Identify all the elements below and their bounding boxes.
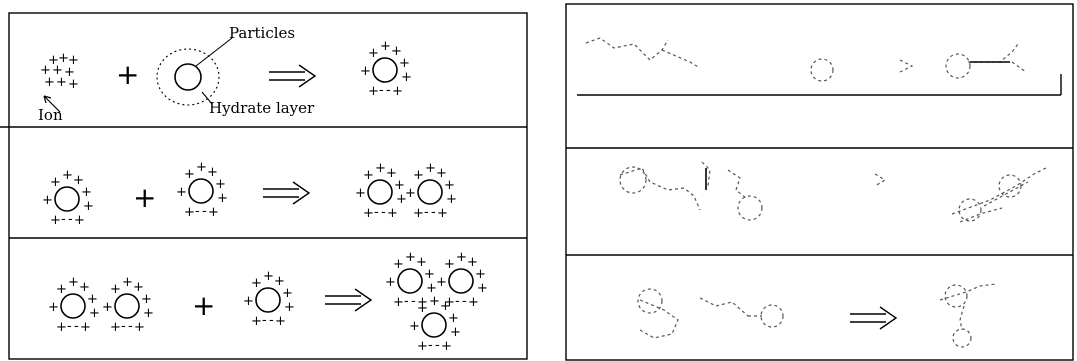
particle-circle: [946, 54, 970, 78]
polymer-chain: [940, 284, 996, 300]
charged-particle: [355, 161, 407, 221]
reaction-arrow: [875, 174, 885, 186]
row-1: +++ +++ +++ Ion + Particles Hydrate laye…: [38, 24, 412, 124]
polymer-loop: [640, 300, 678, 338]
reaction-arrow: [850, 307, 896, 329]
polymer-chain: [586, 38, 700, 68]
hydrate-layer-label: Hydrate layer: [209, 99, 315, 117]
svg-text:+: +: [68, 77, 79, 92]
right-panel-border: [566, 4, 1073, 360]
hydrate-layer-shell: [157, 49, 219, 105]
charged-particle: [176, 160, 228, 220]
charged-particle: [405, 161, 457, 221]
particle-circle: [761, 305, 783, 327]
reaction-arrow: [269, 65, 315, 87]
particle-circle: [738, 196, 762, 220]
row-3: +: [48, 250, 488, 354]
particles-label: Particles: [229, 24, 295, 42]
right-panel: [566, 4, 1073, 360]
plus-sign: +: [116, 58, 139, 91]
right-row-3: [638, 284, 996, 347]
polymer-chain: [700, 298, 748, 316]
particle-circle: [953, 329, 971, 347]
particles-pointer-line: [196, 38, 232, 66]
ion-label: Ion: [38, 106, 63, 124]
reaction-arrow: [325, 289, 371, 311]
right-row-2: [620, 162, 1046, 222]
reaction-arrow: [900, 60, 912, 72]
particle-circle: [175, 64, 201, 90]
charged-particle: [360, 39, 412, 99]
charged-particle: [243, 269, 295, 329]
svg-text:+: +: [56, 75, 67, 90]
row-2: +: [42, 160, 457, 228]
bridged-chain: [968, 44, 1026, 72]
left-panel: +++ +++ +++ Ion + Particles Hydrate laye…: [0, 13, 527, 359]
svg-text:+: +: [44, 75, 55, 90]
particle-circle: [811, 59, 833, 81]
flocculated-chains: [952, 168, 1046, 222]
polymer-chain: [728, 170, 746, 198]
charged-particle: [48, 275, 100, 335]
polymer-chain: [620, 168, 700, 210]
charged-particle: [42, 168, 94, 228]
particle-circle: [959, 199, 981, 221]
charged-particle: [102, 275, 154, 335]
plus-sign: +: [192, 289, 215, 322]
ion-cluster: +++ +++ +++: [40, 51, 79, 92]
particle-circle: [945, 285, 967, 307]
plus-sign: +: [133, 181, 156, 214]
polymer-chain: [960, 306, 964, 330]
reaction-arrow: [263, 182, 309, 204]
right-row-1: [586, 38, 1026, 81]
